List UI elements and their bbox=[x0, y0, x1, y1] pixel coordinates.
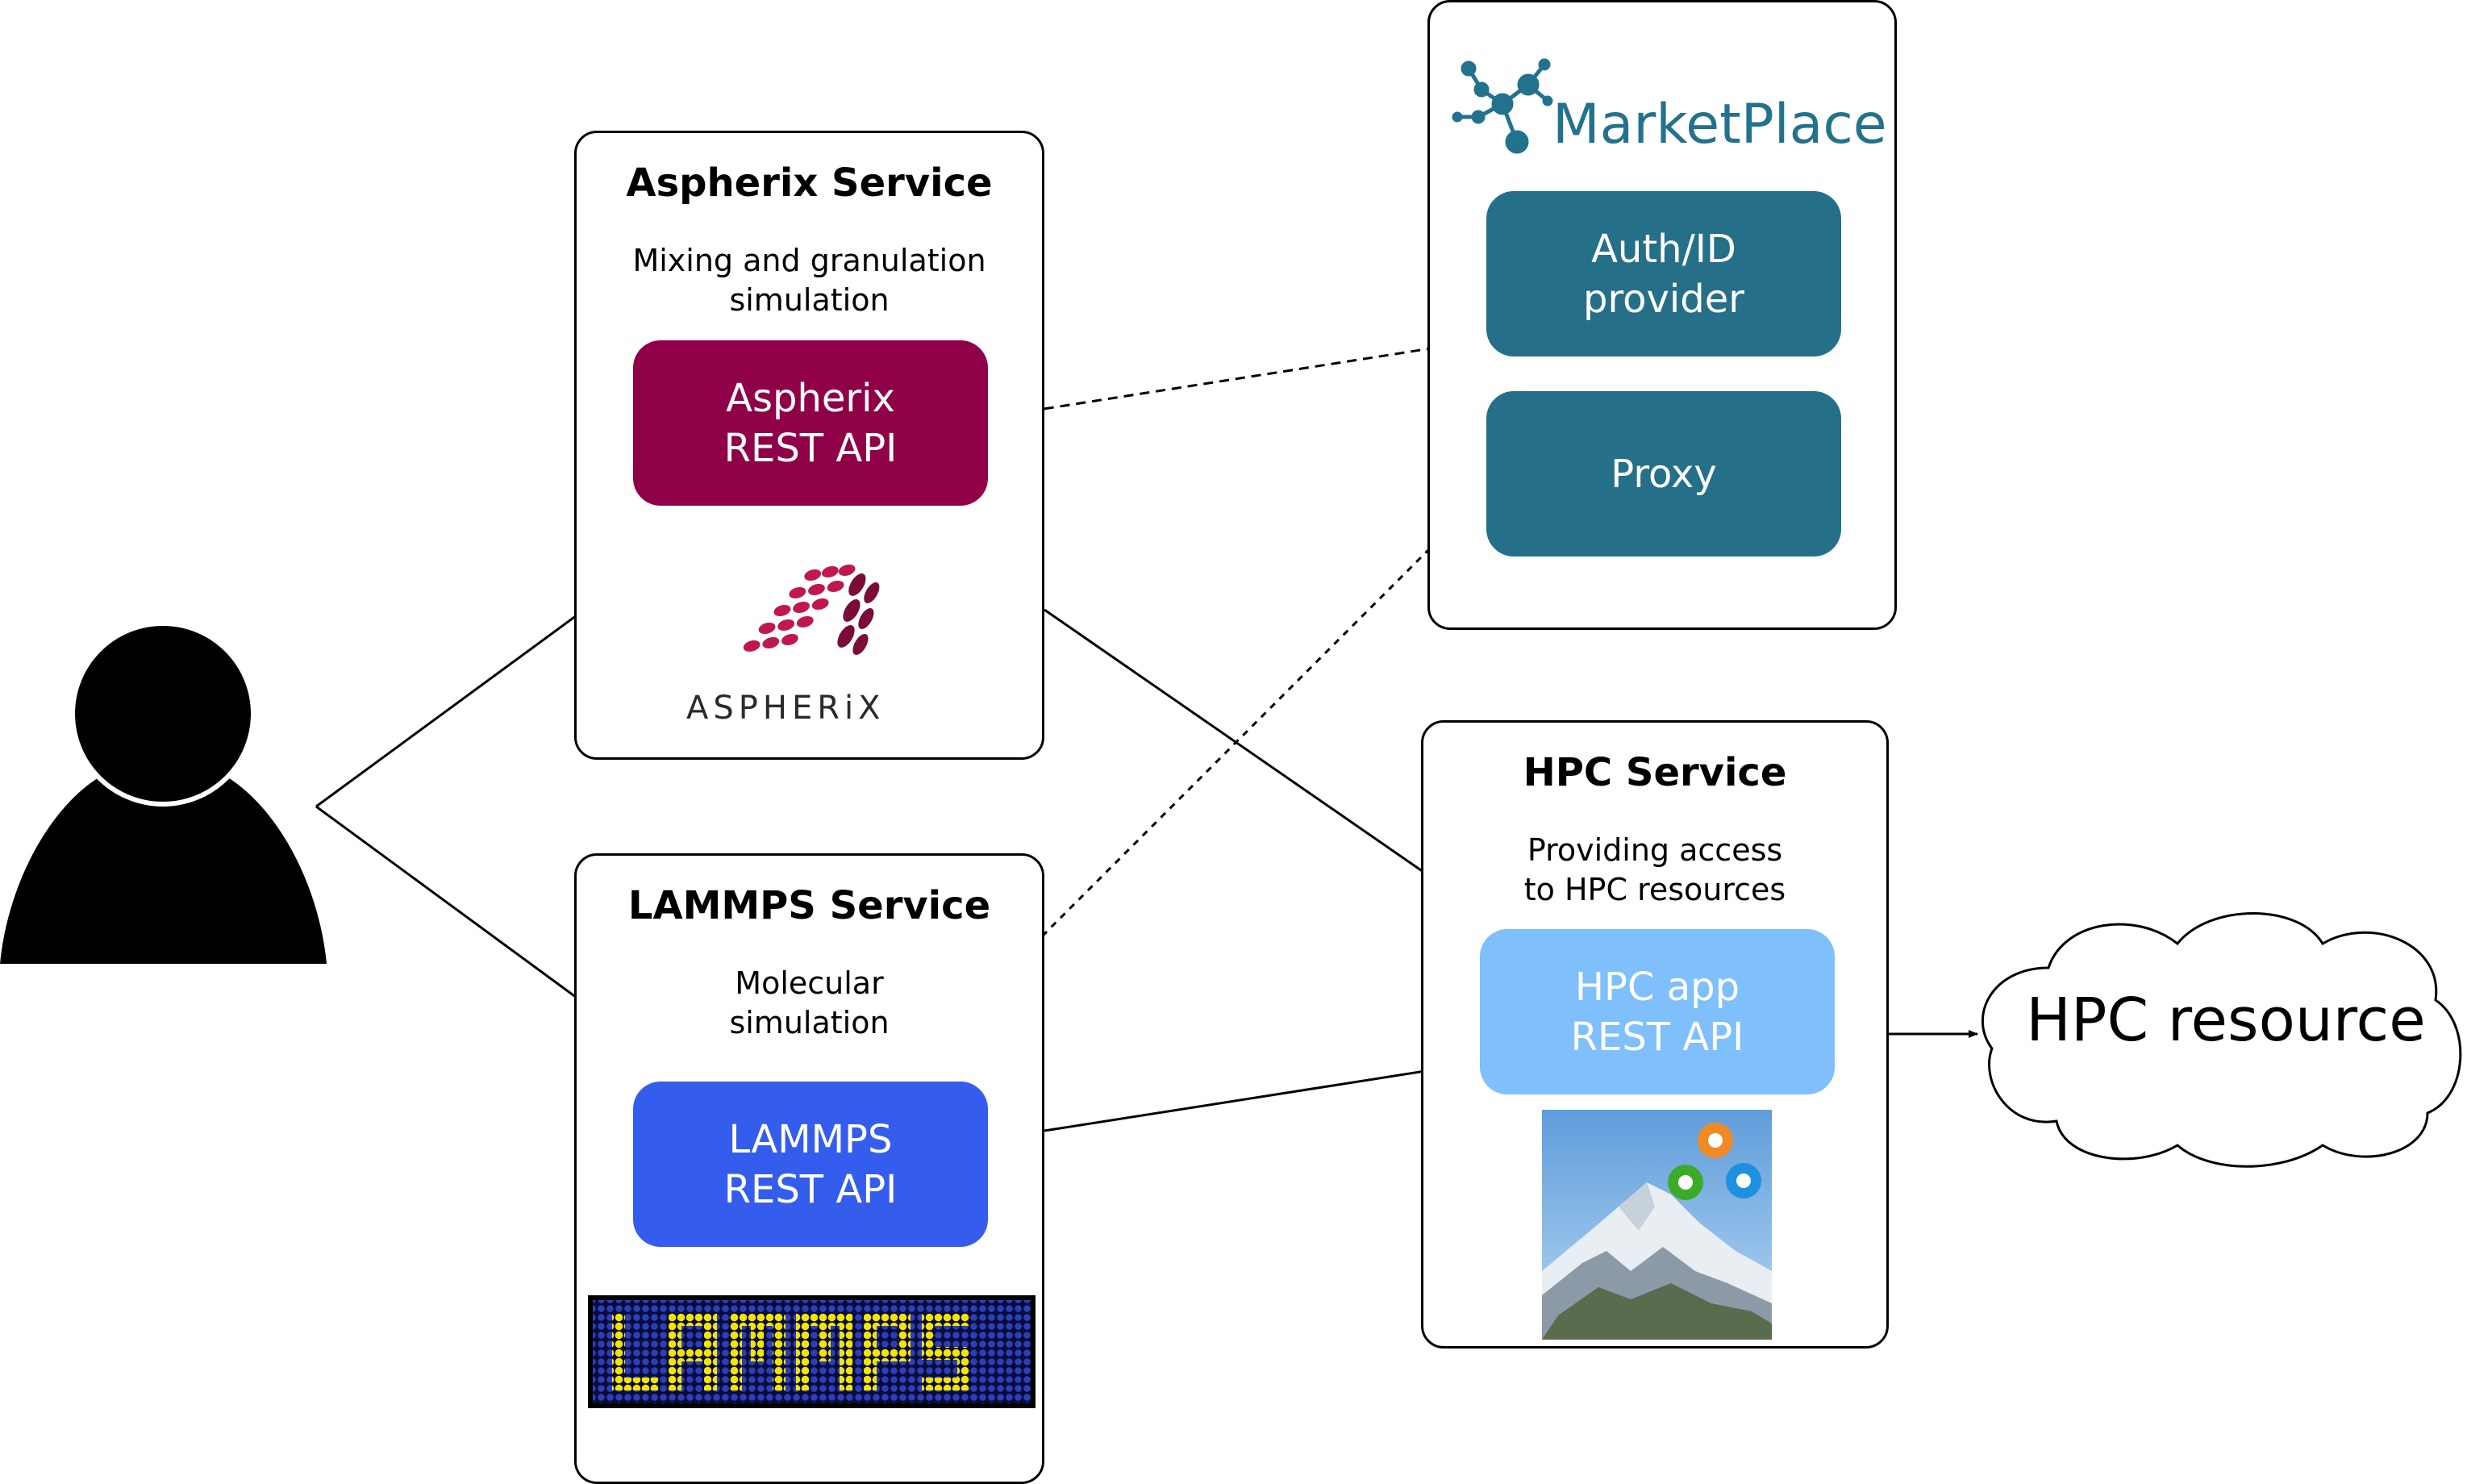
aspherix-logo bbox=[743, 565, 880, 655]
hpc-service-title: HPC Service bbox=[1523, 750, 1787, 795]
hpc-service-box: HPC Service Providing access to HPC reso… bbox=[1421, 720, 1889, 1349]
lammps-service-desc-1: Molecular bbox=[735, 965, 884, 1001]
hpc-app-rest-api[interactable]: HPC app REST API bbox=[1480, 929, 1835, 1094]
network-nodes-icon bbox=[1452, 58, 1553, 154]
arrow-aspherix-to-hpc bbox=[1044, 608, 1432, 879]
hpc-service-desc-2: to HPC resources bbox=[1523, 872, 1786, 907]
auth-id-provider[interactable]: Auth/ID provider bbox=[1486, 191, 1841, 356]
dashed-aspherix-marketplace bbox=[1019, 344, 1442, 415]
aspherix-api-label-1: Aspherix bbox=[726, 375, 895, 421]
lammps-api-label-2: REST API bbox=[723, 1166, 898, 1212]
lammps-service-title: LAMMPS Service bbox=[627, 883, 991, 928]
proxy[interactable]: Proxy bbox=[1486, 391, 1841, 556]
aspherix-logo-text: ASPHERiX bbox=[686, 690, 886, 727]
arrow-user-to-aspherix bbox=[315, 607, 586, 808]
marketplace-name: MarketPlace bbox=[1552, 93, 1887, 156]
aspherix-rest-api[interactable]: Aspherix REST API bbox=[633, 340, 988, 506]
aspherix-service-desc-1: Mixing and granulation bbox=[632, 243, 986, 278]
hpc-resource-cloud bbox=[1982, 912, 2462, 1168]
mountain-gears-icon bbox=[1542, 1110, 1772, 1340]
hpc-service-desc-1: Providing access bbox=[1527, 832, 1783, 868]
aspherix-service-box: Aspherix Service Mixing and granulation … bbox=[574, 131, 1044, 760]
aspherix-service-desc-2: simulation bbox=[729, 282, 890, 318]
marketplace-box: MarketPlace Auth/ID provider Proxy bbox=[1427, 0, 1897, 630]
auth-label-1: Auth/ID bbox=[1591, 226, 1736, 272]
hpc-api-label-1: HPC app bbox=[1574, 964, 1740, 1010]
user-icon bbox=[0, 621, 327, 964]
dashed-lammps-marketplace bbox=[1027, 539, 1440, 952]
lammps-service-box: LAMMPS Service Molecular simulation LAMM… bbox=[574, 853, 1044, 1484]
aspherix-service-title: Aspherix Service bbox=[626, 160, 993, 206]
proxy-label: Proxy bbox=[1611, 451, 1717, 497]
hpc-api-label-2: REST API bbox=[1570, 1014, 1744, 1060]
hpc-resource-label: HPC resource bbox=[2026, 986, 2426, 1055]
arrow-lammps-to-hpc bbox=[1044, 1066, 1436, 1132]
arrow-user-to-lammps bbox=[315, 805, 586, 1006]
lammps-logo bbox=[588, 1295, 1036, 1408]
aspherix-api-label-2: REST API bbox=[723, 425, 898, 471]
lammps-service-desc-2: simulation bbox=[729, 1005, 890, 1040]
lammps-api-label-1: LAMMPS bbox=[728, 1116, 893, 1162]
lammps-rest-api[interactable]: LAMMPS REST API bbox=[633, 1082, 988, 1247]
auth-label-2: provider bbox=[1583, 276, 1744, 322]
